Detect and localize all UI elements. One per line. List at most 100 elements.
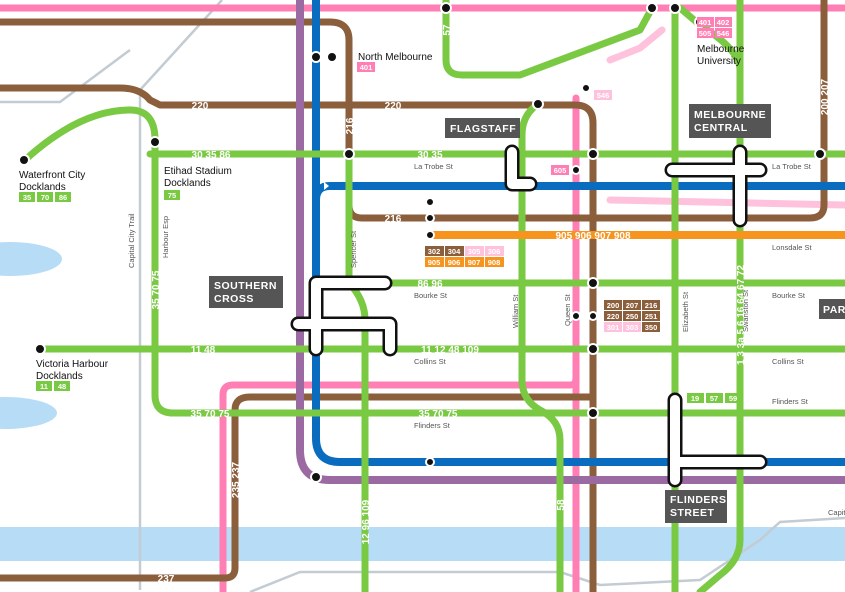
badge-sb-908	[485, 257, 504, 267]
stop-flinders-mid[interactable]	[425, 457, 435, 467]
route-57: 57	[442, 24, 453, 36]
hub-parliament-label: PAR	[823, 304, 845, 316]
street-bourke-1: Bourke St	[414, 291, 448, 300]
badge-qb-207	[623, 300, 641, 310]
badge-vh-48	[54, 381, 70, 391]
badge-sb-305-text: 305	[468, 247, 481, 256]
stop-queen-bourke[interactable]	[587, 277, 599, 289]
stop-lonsdale-2[interactable]	[425, 213, 435, 223]
route-11-109: 11 12 48 109	[421, 345, 479, 356]
route-86-96: 86 96	[417, 279, 442, 290]
stop-waterfront-city[interactable]	[18, 154, 30, 166]
badge-fs-19	[687, 393, 704, 403]
badge-qb-303-text: 303	[626, 323, 639, 332]
hub-melbourne-central[interactable]: MELBOURNE CENTRAL	[689, 104, 771, 138]
street-capital-city-trail: Capital City Trail	[127, 213, 136, 268]
badge-qb-251	[642, 311, 660, 321]
stop-etihad[interactable]	[149, 136, 161, 148]
stop-spencer-south[interactable]	[310, 471, 322, 483]
badge-etihad-75	[164, 190, 180, 200]
badge-sb-306	[485, 246, 504, 256]
stop-dots[interactable]	[18, 2, 826, 483]
road-nw	[0, 48, 131, 104]
hub-southern-cross[interactable]: SOUTHERN CROSS	[209, 276, 283, 308]
badge-sb-906-text: 906	[448, 258, 461, 267]
pink-route-west	[219, 374, 580, 592]
badge-wf-35-text: 35	[23, 193, 31, 202]
hub-stations[interactable]: FLAGSTAFF MELBOURNE CENTRAL SOUTHERN CRO…	[209, 104, 845, 523]
stop-top-right-2[interactable]	[669, 2, 681, 14]
badge-sb-907	[465, 257, 484, 267]
badge-wf-70	[37, 192, 53, 202]
badge-uni-402	[715, 17, 732, 27]
street-capital-trail-2: Capit	[828, 508, 845, 517]
street-swanston: Swanston St	[741, 289, 750, 332]
hub-southern-cross-label-1: SOUTHERN	[214, 280, 277, 292]
badge-qb-220-text: 220	[607, 312, 620, 321]
badge-qb-301	[604, 322, 622, 332]
stop-605[interactable]	[571, 165, 581, 175]
badge-uni-402-text: 402	[717, 18, 730, 27]
label-victoria-harbour-2: Docklands	[36, 371, 83, 382]
hub-southern-cross-label-2: CROSS	[214, 293, 254, 305]
route-905-908: 905 906 907 908	[555, 231, 631, 242]
badge-wf-86	[55, 192, 71, 202]
label-etihad-2: Docklands	[164, 178, 211, 189]
street-collins-1: Collins St	[414, 357, 447, 366]
badge-qb-250-text: 250	[626, 312, 639, 321]
river-path	[249, 516, 845, 592]
route-11-48: 11 48	[191, 345, 216, 356]
hub-flagstaff-label: FLAGSTAFF	[450, 123, 516, 135]
direction-arrow-icon	[324, 182, 329, 190]
badge-fs-57-text: 57	[710, 394, 718, 403]
stop-queen-flinders[interactable]	[587, 407, 599, 419]
brown-flinders-route	[0, 393, 597, 582]
stop-north-melbourne-2[interactable]	[326, 51, 338, 63]
rail-lines	[296, 0, 845, 484]
badge-qb-200	[604, 300, 622, 310]
stop-spencer-latrobe[interactable]	[343, 148, 355, 160]
badge-sb-907-text: 907	[468, 258, 481, 267]
route-swanston: 1 3 3a 5 6 16 64 67 72	[736, 265, 747, 366]
stop-queen-collins-1[interactable]	[571, 311, 581, 321]
stop-top-right-1[interactable]	[646, 2, 658, 14]
stop-labels: North Melbourne Melbourne University Wat…	[19, 44, 745, 382]
stop-lonsdale-3[interactable]	[425, 230, 435, 240]
stop-william-north[interactable]	[532, 98, 544, 110]
stop-lonsdale-1[interactable]	[425, 197, 435, 207]
route-35-70-75-a: 35 70 75	[191, 409, 230, 420]
hub-parliament-partial[interactable]: PAR	[819, 299, 845, 319]
stop-swanston-latrobe[interactable]	[814, 148, 826, 160]
badge-sb-306-text: 306	[488, 247, 501, 256]
pink-lines	[0, 4, 845, 592]
stop-victoria-harbour[interactable]	[34, 343, 46, 355]
badge-sb-906	[445, 257, 464, 267]
street-flinders-1: Flinders St	[414, 421, 451, 430]
badge-uni-546-text: 546	[717, 29, 730, 38]
brown-220-route	[0, 84, 597, 592]
route-58-a: 58	[613, 42, 628, 57]
label-waterfront-city-1: Waterfront City	[19, 170, 85, 181]
badge-qb-250	[623, 311, 641, 321]
victoria-harbour-water-south	[0, 397, 57, 429]
stop-queen-collins[interactable]	[587, 343, 599, 355]
badge-uni-546	[715, 28, 732, 38]
hub-flinders-street[interactable]: FLINDERS STREET	[665, 490, 727, 523]
stop-north-melbourne-1[interactable]	[310, 51, 322, 63]
stop-queen-latrobe[interactable]	[587, 148, 599, 160]
badge-qb-220	[604, 311, 622, 321]
route-12-96-109: 12 96 109	[361, 499, 372, 544]
hub-flagstaff[interactable]: FLAGSTAFF	[445, 118, 520, 138]
badge-qb-207-text: 207	[626, 301, 639, 310]
route-58-b: 58	[556, 499, 567, 511]
route-30-35-86: 30 35 86	[192, 150, 231, 161]
street-la-trobe-2: La Trobe St	[772, 162, 812, 171]
stop-top-57[interactable]	[440, 2, 452, 14]
badge-vh-48-text: 48	[58, 382, 66, 391]
badge-wf-86-text: 86	[59, 193, 67, 202]
label-melbourne-university-2: University	[697, 56, 741, 67]
badge-sb-305	[465, 246, 484, 256]
stop-queen-collins-2[interactable]	[588, 311, 598, 321]
stop-queen-north[interactable]	[581, 83, 591, 93]
